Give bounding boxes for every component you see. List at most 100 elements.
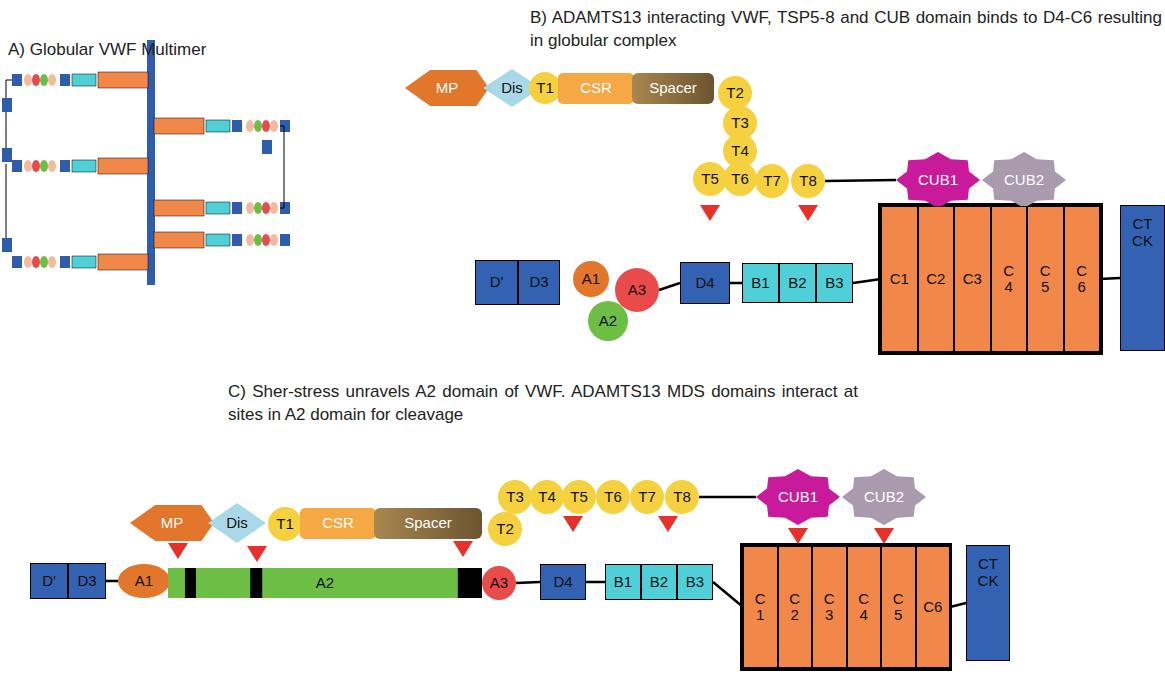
domain-label: CUB2 [1004,172,1044,189]
domain-label: T6 [731,171,749,188]
domain-label: C1 [890,271,909,288]
domain-label: D4 [695,275,714,292]
domain-label: A2 [316,575,334,592]
domain-label: T7 [763,173,781,190]
domain-label: C 6 [1076,263,1088,296]
domain-box: D' [475,260,518,305]
domain-label: CSR [580,80,612,97]
domain-label: T3 [506,489,524,506]
domain-box: B3 [677,564,713,600]
domain-box: C 5 [881,546,916,668]
domain-circle: A3 [482,566,516,600]
connector-line [853,279,881,283]
domain-box: B2 [779,263,816,303]
domain-label: C 5 [892,591,904,624]
cub-star-shape [982,152,1066,208]
cub-star: CUB2 [982,152,1066,208]
cleavage-site [250,568,262,598]
panel-heading: C) Sher-stress unravels A2 domain of VWF… [228,380,858,426]
metalloprotease-hexagon: MP [130,505,214,541]
cub-star-shape [842,469,926,525]
domain-label: CT CK [1130,216,1156,249]
domain-label: D4 [553,574,572,591]
domain-label: T6 [604,489,622,506]
domain-box: C 5 [1027,206,1064,352]
domain-label: T1 [536,80,554,97]
domain-label: A2 [599,313,617,330]
domain-label: T7 [638,489,656,506]
domain-label: B2 [788,275,806,292]
domain-box: C3 [954,206,991,352]
connector-line [699,496,756,499]
domain-label: C3 [963,271,982,288]
connector-line [106,580,118,583]
bar-body [168,568,482,598]
domain-label: T2 [496,521,514,538]
metalloprotease-hexagon-shape [405,70,489,106]
cub-star-shape [896,152,980,208]
domain-box: B1 [605,564,641,600]
domain-box: D3 [518,260,560,305]
domain-circle: T1 [268,507,302,541]
domain-label: A1 [135,573,153,590]
domain-circle: A3 [615,268,659,312]
vwf-chain [12,254,148,270]
domain-box: D3 [68,563,106,599]
multimer-block [2,148,12,162]
domain-circle: T6 [723,162,757,196]
domain-label: CT CK [975,556,1001,589]
chain-link [280,126,284,208]
domain-circle: T3 [498,480,532,514]
domain-box: C 4 [991,206,1028,352]
domain-label: B1 [751,275,769,292]
domain-box: C 2 [778,546,813,668]
cleavage-site [185,568,196,598]
multimer-block [2,98,12,112]
domain-label: Spacer [404,515,452,532]
connector-line [713,582,743,607]
domain-circle: T2 [718,76,752,110]
domain-label: CUB1 [778,489,818,506]
domain-circle: T7 [630,480,664,514]
connector-line [825,180,896,181]
vwf-chain [12,158,148,174]
domain-label: T5 [570,489,588,506]
domain-circle: T4 [530,480,564,514]
domain-label: CUB1 [918,172,958,189]
domain-box: C 3 [812,546,847,668]
domain-label: D' [42,573,56,590]
domain-box: B1 [742,263,779,303]
domain-box: CT CK [966,545,1010,661]
multimer-block [262,140,272,154]
disintegrin-diamond-shape [208,503,266,543]
vwf-chain [12,72,148,88]
domain-label: C2 [926,271,945,288]
domain-label: B1 [614,574,632,591]
domain-label: T8 [799,173,817,190]
metalloprotease-hexagon: MP [405,70,489,106]
vwf-chain [154,232,290,248]
domain-label: A1 [582,271,600,288]
domain-box: CSR [300,508,376,539]
domain-circle: T6 [596,480,630,514]
cub-star-shape [756,469,840,525]
domain-box: CT CK [1120,205,1165,351]
domain-label: C 3 [823,591,835,624]
cleavage-site [458,568,482,598]
domain-label: C 4 [1003,263,1015,296]
domain-box: D' [30,563,68,599]
domain-label: C 2 [789,591,801,624]
domain-box: C 4 [847,546,882,668]
connector-line [516,582,540,583]
panel-heading: A) Globular VWF Multimer [8,38,288,61]
connector-line [1100,278,1120,279]
domain-label: CUB2 [864,489,904,506]
disintegrin-diamond: Dis [208,503,266,543]
domain-label: MP [161,515,184,532]
domain-label: C6 [923,599,942,616]
domain-label: B2 [650,574,668,591]
spacer-box: Spacer [374,508,482,539]
domain-label: Dis [226,515,248,532]
domain-label: A3 [490,575,508,592]
domain-circle: T1 [529,72,561,104]
